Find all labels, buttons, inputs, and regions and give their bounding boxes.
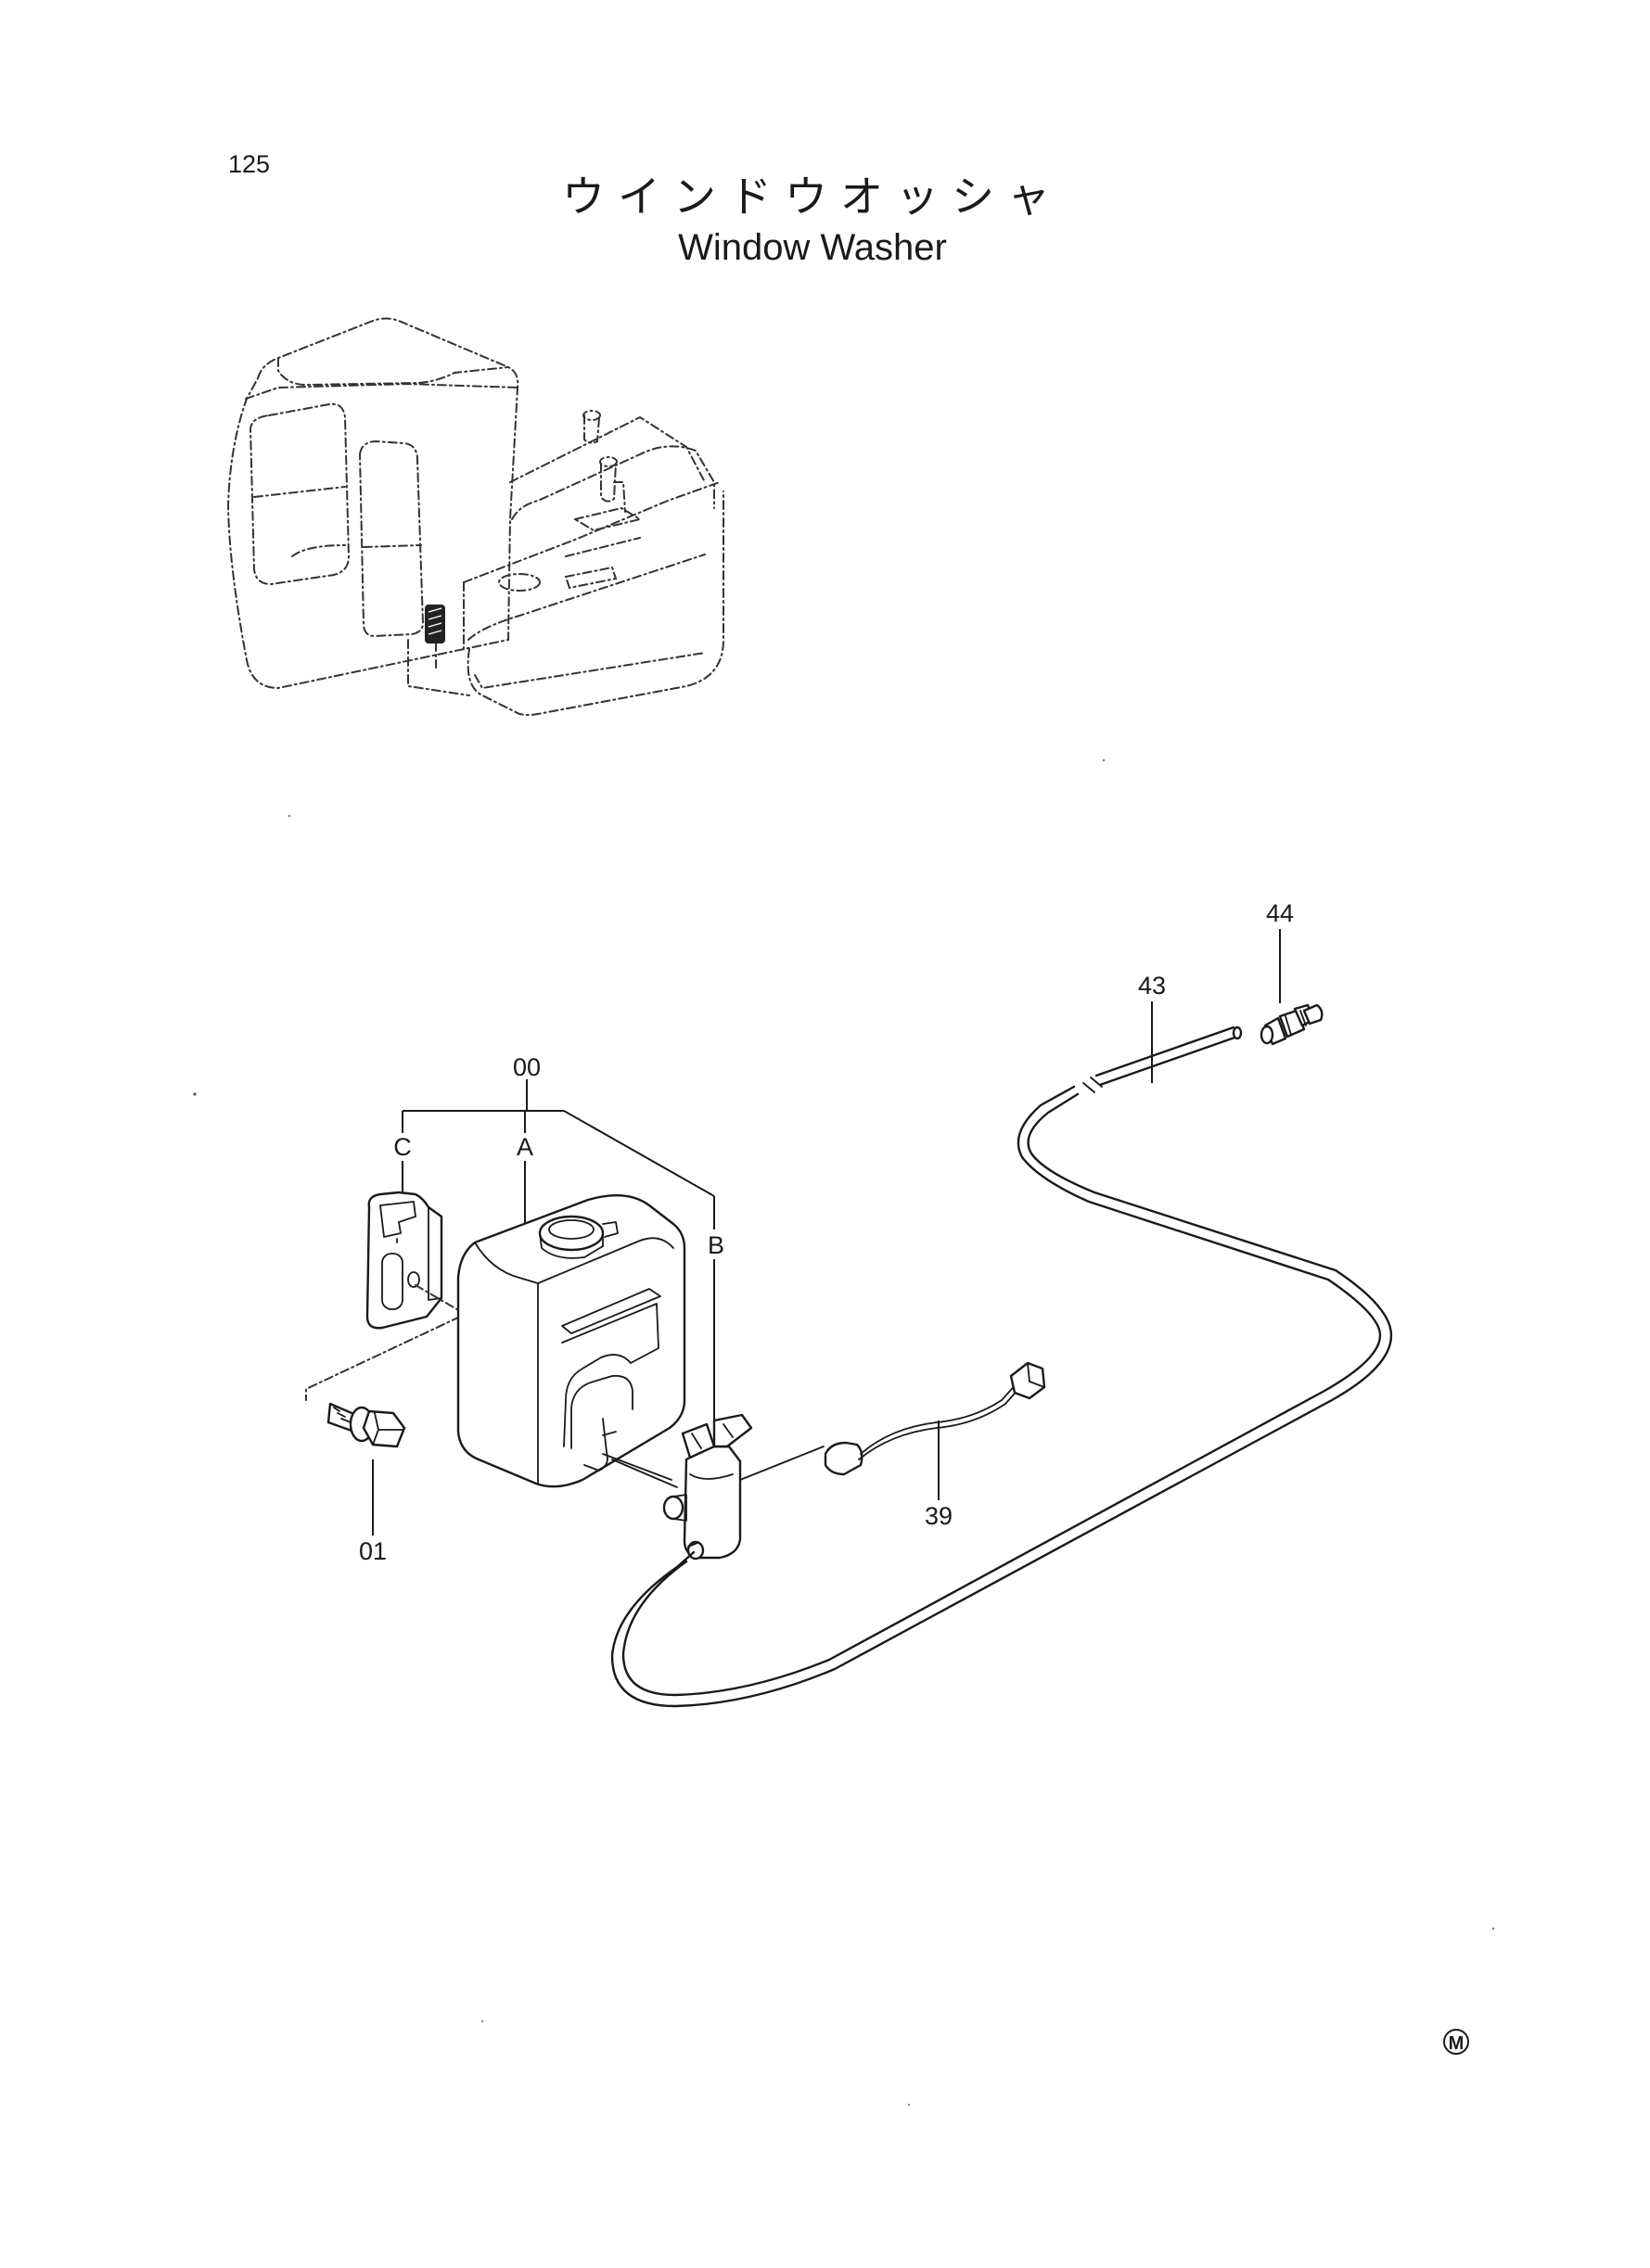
callout-bracket: C	[393, 1133, 412, 1161]
wiring-harness-part	[739, 1361, 1046, 1481]
washer-nozzle-part	[1260, 1003, 1324, 1046]
assembly-guide-line	[415, 1284, 461, 1312]
callout-hose: 43	[1138, 972, 1166, 1000]
callout-harness: 39	[925, 1502, 953, 1530]
washer-tank-location-marker	[425, 605, 445, 643]
callout-assembly: 00	[513, 1053, 541, 1081]
page-title-english: Window Washer	[678, 227, 947, 268]
washer-hose-part	[610, 1026, 1393, 1708]
washer-tank-part	[456, 1194, 686, 1488]
washer-pump-part	[662, 1413, 753, 1561]
assembly-guide-line-2	[305, 1316, 461, 1401]
callout-tank: A	[517, 1133, 533, 1161]
flange-bolt-part	[326, 1402, 406, 1448]
page-title-japanese: ウインドウオッシャ	[562, 172, 1063, 221]
mounting-bracket-part	[365, 1191, 443, 1330]
callout-pump: B	[708, 1231, 724, 1259]
page-number: 125	[228, 150, 270, 178]
scan-noise	[193, 758, 1495, 2107]
callout-bolt: 01	[359, 1537, 387, 1565]
assembly-grouping-bracket	[402, 1079, 715, 1230]
callout-nozzle: 44	[1266, 899, 1294, 927]
tank-pump-joint	[602, 1453, 678, 1488]
m-mark-symbol: M	[1443, 2029, 1469, 2055]
m-mark-letter: M	[1449, 2033, 1465, 2054]
machine-overview-illustration	[226, 317, 724, 716]
